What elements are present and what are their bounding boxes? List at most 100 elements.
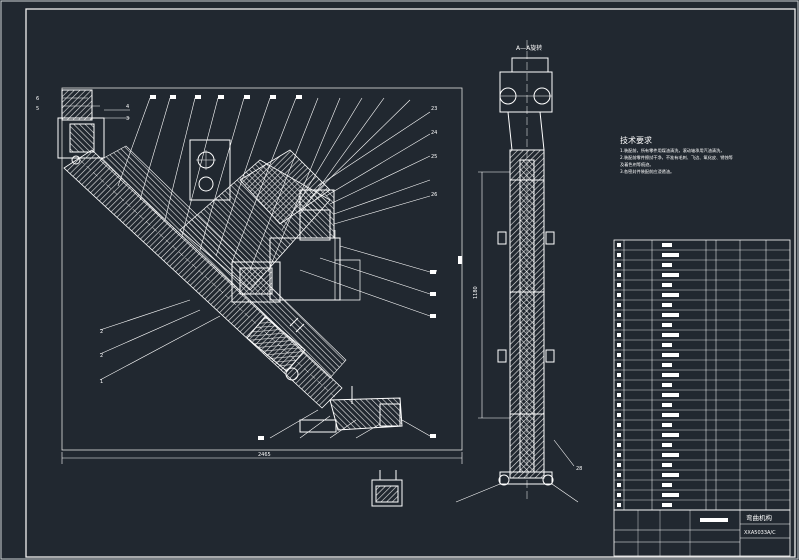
bom-cell-name — [662, 343, 672, 347]
drawing-title: 弯曲机构 — [746, 513, 773, 522]
bom-cell-name — [662, 393, 679, 397]
balloon-6: 6 — [36, 96, 39, 102]
bom-cell-index — [617, 253, 621, 257]
bom-cell-index — [617, 303, 621, 307]
gear-lower — [198, 176, 214, 192]
bom-cell-name — [662, 273, 679, 277]
roller-pin — [285, 367, 299, 381]
bom-cell-index — [617, 323, 621, 327]
bom-cell-index — [617, 433, 621, 437]
bom-rows — [614, 243, 790, 507]
tech-requirements: 技术要求 1.装配前，所有零件用煤油清洗，滚动轴承用汽油清洗， 2.装配前零件擦… — [620, 135, 733, 175]
clamp-1 — [497, 231, 507, 245]
bom-frame — [613, 239, 791, 511]
bom-cell-index — [617, 393, 621, 397]
column-neck — [507, 111, 545, 151]
balloon-24: 24 — [431, 130, 437, 136]
bom-cell-name — [662, 333, 679, 337]
bom-cell-index — [617, 473, 621, 477]
bom-cell-name — [662, 323, 672, 327]
main-view-frame — [61, 87, 463, 451]
balloon-27: 27 — [431, 270, 437, 276]
center-block-inner — [239, 267, 273, 295]
inner-border — [25, 8, 796, 558]
bottom-clamp-block — [379, 403, 401, 427]
bom-cell-index — [617, 283, 621, 287]
bom-cell-index — [617, 333, 621, 337]
base-right-pin — [542, 474, 554, 486]
bom-cell-index — [617, 503, 621, 507]
column-top-cap — [511, 57, 549, 73]
bom-cell-name — [662, 443, 672, 447]
cylinder-cap — [299, 189, 335, 239]
drawing-number: XXA5033A/C — [744, 530, 776, 536]
bom-cell-index — [617, 343, 621, 347]
side-housing-2 — [299, 209, 331, 241]
bom-cell-index — [617, 313, 621, 317]
balloon-5: 5 — [36, 106, 39, 112]
column-height-dimension — [478, 171, 510, 419]
tech-line-2: 2.装配前零件擦拭干净，不准有毛刺、飞边、氧化皮、锈蚀等 — [620, 154, 733, 161]
balloon-26: 26 — [431, 192, 437, 198]
bom-cell-name — [662, 253, 679, 257]
title-block-frame — [613, 509, 791, 557]
column-base — [499, 471, 553, 485]
bom-cell-name — [662, 383, 672, 387]
section-column-view — [497, 40, 555, 500]
bom-cell-name — [662, 473, 679, 477]
bom-cell-name — [662, 503, 672, 507]
clamp-4 — [545, 349, 555, 363]
right-profile — [334, 230, 361, 301]
main-assembly-view — [57, 87, 463, 451]
bom-cell-name — [662, 363, 672, 367]
bom-cell-index — [617, 423, 621, 427]
bom-cell-name — [662, 453, 679, 457]
bom-cell-index — [617, 263, 621, 267]
bom-cell-name — [662, 313, 679, 317]
bottom-pad — [299, 419, 337, 433]
tech-line-4: 3.各密封件装配前应浸透油。 — [620, 168, 674, 175]
balloon-3: 3 — [126, 116, 129, 122]
bom-cell-index — [617, 373, 621, 377]
small-detail-view — [371, 470, 403, 507]
base-left-pin — [498, 474, 510, 486]
balloon-23: 23 — [431, 106, 437, 112]
bom-cell-name — [662, 293, 679, 297]
lower-roller-body — [246, 315, 306, 373]
top-left-hub — [61, 89, 93, 121]
bom-cell-name — [662, 493, 679, 497]
balloon-labels: 6 5 4 3 23 24 25 26 27 2 2 1 — [36, 96, 437, 385]
bom-cell-index — [617, 353, 621, 357]
bom-cell-name — [662, 243, 672, 247]
bom-cell-name — [662, 433, 679, 437]
bom-cell-index — [617, 483, 621, 487]
frame-tick — [458, 256, 462, 264]
balloon-1: 1 — [100, 379, 103, 385]
bom-cell-index — [617, 243, 621, 247]
bom-cell-index — [617, 383, 621, 387]
bom-cell-index — [617, 403, 621, 407]
gear-housing — [189, 139, 231, 201]
section-view-label: A—A旋转 — [516, 44, 542, 52]
tech-line-1: 1.装配前，所有零件用煤油清洗，滚动轴承用汽油清洗， — [620, 147, 725, 154]
bom-cell-name — [662, 413, 679, 417]
bom-cell-name — [662, 463, 672, 467]
bom-cell-name — [662, 483, 672, 487]
bom-cell-name — [662, 423, 672, 427]
bom-cell-index — [617, 363, 621, 367]
balloon-4: 4 — [126, 104, 129, 110]
column-head — [499, 71, 553, 113]
bom-cell-name — [662, 303, 672, 307]
balloon-25: 25 — [431, 154, 437, 160]
bom-columns — [623, 240, 767, 510]
side-housing — [269, 237, 341, 301]
balloon-2a: 2 — [100, 329, 103, 335]
width-dimension — [61, 452, 463, 464]
balloon-markers — [150, 95, 436, 440]
title-block: 弯曲机构 XXA5033A/C — [613, 509, 791, 557]
center-block — [231, 261, 281, 303]
tech-line-3: 及着色剂等痕迹。 — [620, 161, 654, 168]
column-height-value: 1180 — [473, 286, 479, 299]
